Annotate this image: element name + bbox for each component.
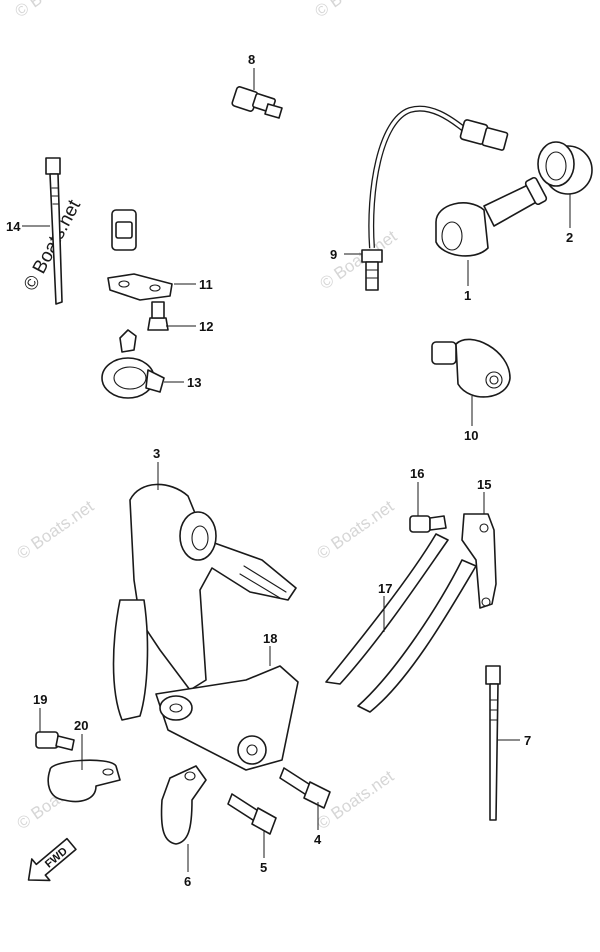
callout-12: 12 <box>199 319 213 334</box>
part-4-bolt <box>279 767 331 809</box>
part-8-sensor-harness <box>111 69 283 251</box>
part-9-sensor-harness <box>361 105 509 291</box>
part-12-bolt <box>147 301 169 331</box>
part-20-p-clamp <box>47 759 121 803</box>
part-5-bolt <box>227 793 277 835</box>
callout-19: 19 <box>33 692 47 707</box>
callout-20: 20 <box>74 718 88 733</box>
callout-17: 17 <box>378 581 392 596</box>
part-14-cable-tie <box>45 157 63 305</box>
callout-numbers: 8 14 11 12 13 9 1 2 10 3 16 15 17 18 7 1… <box>6 52 573 889</box>
callout-14: 14 <box>6 219 21 234</box>
leader-lines <box>22 68 571 872</box>
callout-16: 16 <box>410 466 424 481</box>
fwd-arrow: FWD <box>27 837 77 882</box>
callout-18: 18 <box>263 631 277 646</box>
part-17-strips <box>325 533 477 713</box>
callout-9: 9 <box>330 247 337 262</box>
watermark-faint: © Boats.net <box>313 496 397 563</box>
part-16-bolt <box>409 515 447 533</box>
watermark-faint: © Boats.net <box>11 0 95 21</box>
part-2-grommet <box>537 141 593 195</box>
callout-15: 15 <box>477 477 491 492</box>
callout-7: 7 <box>524 733 531 748</box>
callout-4: 4 <box>314 832 322 847</box>
callout-8: 8 <box>248 52 255 67</box>
part-13-clamp <box>101 329 165 399</box>
callout-10: 10 <box>464 428 478 443</box>
callout-5: 5 <box>260 860 267 875</box>
part-11-bracket-plate <box>107 273 173 301</box>
callout-1: 1 <box>464 288 471 303</box>
part-7-cable-tie <box>485 665 501 821</box>
callout-3: 3 <box>153 446 160 461</box>
part-1-sensor <box>435 176 548 257</box>
part-19-bolt <box>35 731 75 751</box>
watermark-faint: © Boats.net <box>316 226 400 293</box>
watermark-faint: © Boats.net <box>13 496 97 563</box>
callout-2: 2 <box>566 230 573 245</box>
part-6-clip <box>160 765 207 845</box>
part-15-bracket <box>461 513 497 609</box>
part-10-knock-sensor <box>431 338 511 398</box>
callout-6: 6 <box>184 874 191 889</box>
callout-11: 11 <box>199 277 213 292</box>
part-18-plate <box>155 665 299 771</box>
part-3-bracket <box>112 483 297 721</box>
watermark-faint: © Boats.net <box>311 0 395 21</box>
callout-13: 13 <box>187 375 201 390</box>
